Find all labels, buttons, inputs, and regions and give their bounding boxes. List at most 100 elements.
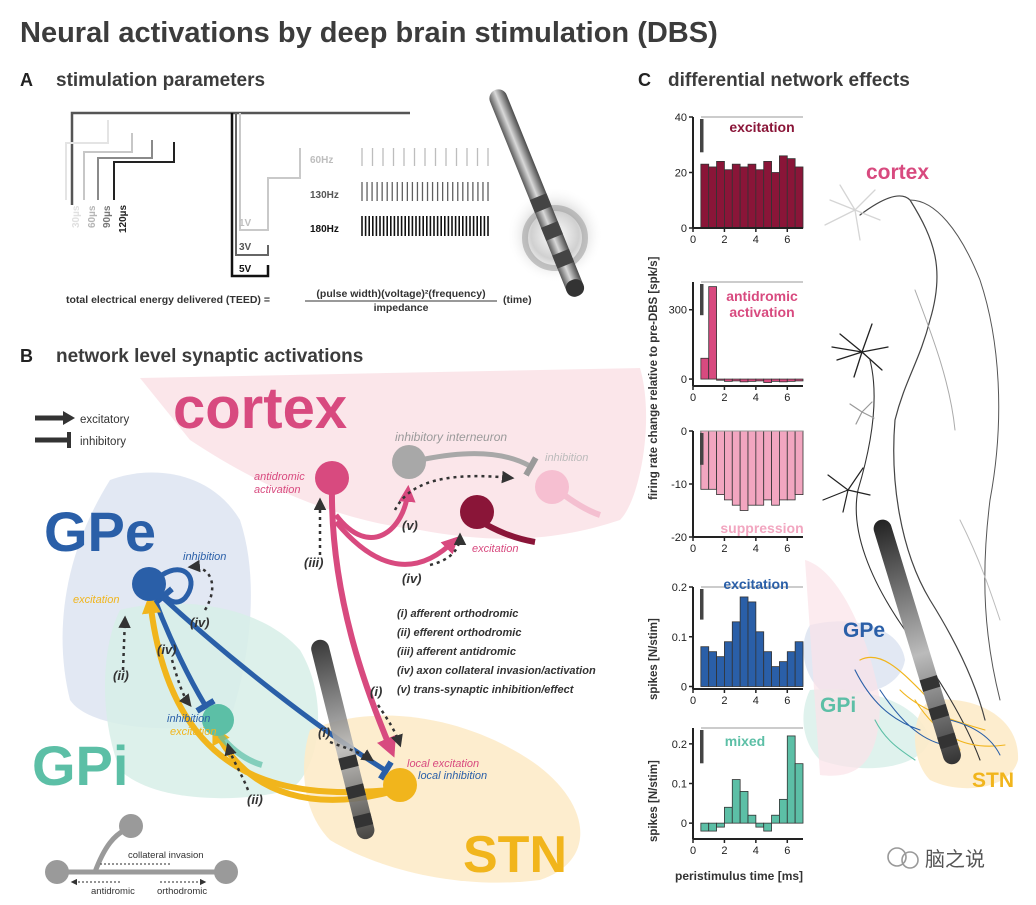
antidromic-cortical-cell (315, 461, 349, 495)
stimulus-marker (700, 730, 704, 764)
gpi-cell (202, 704, 234, 736)
dotted-iv-gpe-self (187, 559, 214, 611)
right-gpe-label: GPe (843, 619, 885, 642)
roman-ii-gpi: (ii) (247, 792, 263, 807)
y-tick-label: 0 (681, 223, 687, 235)
label-excitation-gpi: excitation (170, 726, 216, 738)
bar (747, 163, 757, 229)
mechanism-iv: (iv) axon collateral invasion/activation (397, 665, 596, 677)
pulse-60us (83, 133, 133, 200)
bar (747, 430, 757, 506)
bar (794, 378, 804, 382)
y-tick-label: 0 (681, 818, 687, 830)
antidromic-axon (328, 484, 396, 758)
bar (755, 430, 765, 506)
roman-v-cortex: (v) (402, 518, 418, 533)
bar (708, 651, 717, 687)
bar (794, 430, 804, 495)
teed-lhs: total electrical energy delivered (TEED)… (66, 294, 270, 306)
bar (786, 430, 796, 501)
roman-i-lower: (i) (318, 725, 330, 740)
stn-label: STN (463, 826, 567, 884)
y-tick-label: -10 (671, 479, 687, 491)
bar (708, 822, 717, 832)
x-tick-label: 0 (690, 234, 696, 246)
x-tick-label: 6 (784, 392, 790, 404)
bar (763, 160, 772, 229)
bar (731, 430, 741, 506)
x-tick-label: 4 (753, 234, 759, 246)
bar (786, 735, 796, 824)
frequency-trains (361, 148, 489, 236)
y-tick-label: 20 (675, 168, 687, 180)
pulse-120us (113, 142, 175, 200)
bar (786, 158, 796, 229)
y-tick-label: 0 (681, 374, 687, 386)
roman-ii-gpe: (ii) (113, 668, 129, 683)
ylabel-spikes-blue: spikes [N/stim] (648, 618, 660, 700)
roman-iv-gpi: (iv) (157, 642, 177, 657)
pw-label-90: 90µs (102, 205, 113, 228)
bar (716, 378, 725, 381)
watermark-text: 脑之说 (925, 848, 985, 871)
chart-title: suppression (720, 520, 803, 536)
chart-title: excitation (729, 119, 794, 135)
label-excitation-gpe: excitation (73, 594, 119, 606)
x-tick-label: 2 (721, 543, 727, 555)
y-tick-label: 0 (681, 426, 687, 438)
inset-collateral-label: collateral invasion (128, 850, 204, 861)
dotted-iv-cortex (429, 532, 467, 567)
ylabel-firing-rate: firing rate change relative to pre-DBS [… (648, 256, 660, 500)
bar (763, 378, 772, 383)
x-tick-label: 4 (753, 543, 759, 555)
neuron-tracing (822, 184, 1006, 761)
stim-glow-ring (522, 205, 588, 271)
pulse-5v (230, 113, 270, 278)
collateral-to-interneuron (334, 484, 416, 540)
gpi-cell-axon (217, 733, 263, 768)
bar (794, 641, 804, 687)
x-tick-label: 6 (784, 234, 790, 246)
bar (771, 378, 780, 382)
bar (739, 596, 749, 687)
gpi-label: GPi (32, 734, 128, 797)
chart-title: antidromic (726, 288, 798, 304)
bar (731, 378, 741, 382)
stimulus-marker (700, 284, 704, 316)
xlabel-peristimulus: peristimulus time [ms] (675, 869, 803, 883)
y-tick-label: -20 (671, 532, 687, 544)
volt-label-1v: 1V (239, 218, 252, 229)
bar (739, 378, 749, 383)
x-tick-label: 0 (690, 543, 696, 555)
interneuron-inhibition-path (424, 451, 539, 477)
volt-label-3v: 3V (239, 242, 252, 253)
roman-iv-gpe: (iv) (190, 615, 210, 630)
y-tick-label: 0 (681, 682, 687, 694)
collateral-to-excited (334, 520, 459, 567)
x-tick-label: 4 (753, 845, 759, 857)
panel-b: B network level synaptic activations exc… (20, 346, 647, 897)
legend-inhibitory-bar (67, 432, 71, 448)
watermark: 脑之说 (887, 847, 985, 871)
x-tick-label: 2 (721, 234, 727, 246)
label-local-excitation: local excitation (407, 758, 479, 770)
mechanism-ii: (ii) efferent orthodromic (397, 627, 521, 639)
bar (700, 163, 710, 229)
bar (763, 430, 772, 501)
x-tick-label: 2 (721, 695, 727, 707)
bar (747, 378, 757, 382)
bar (700, 822, 710, 832)
bar (716, 160, 725, 229)
teed-rhs: (time) (503, 294, 532, 306)
label-inhibition-gpi: inhibition (167, 713, 210, 725)
x-tick-label: 6 (784, 845, 790, 857)
bar (771, 814, 780, 824)
freq-label-180: 180Hz (310, 224, 339, 235)
figure-title: Neural activations by deep brain stimula… (20, 17, 718, 49)
inset-cell-right (214, 860, 238, 884)
